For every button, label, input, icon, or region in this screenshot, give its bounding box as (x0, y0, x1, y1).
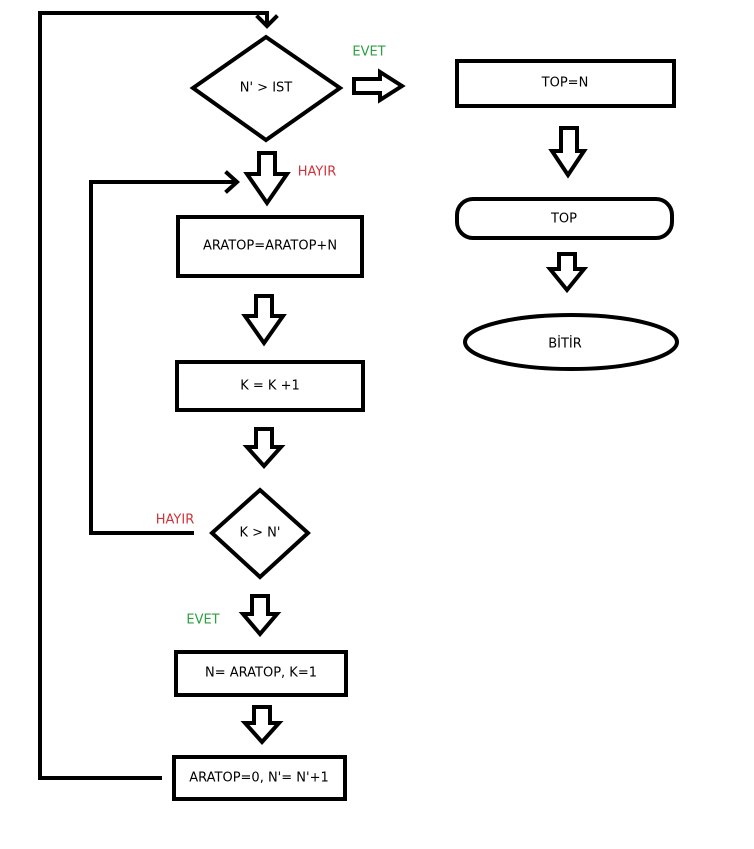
label-ist-yes: EVET (352, 45, 385, 60)
arrow-down-to-end (545, 252, 589, 294)
arrow-down-to-top-output (548, 126, 588, 179)
arrow-down-to-n-aratop (238, 594, 282, 638)
label-kn-yes: EVET (186, 613, 219, 628)
terminal-end-text: BİTİR (548, 336, 582, 352)
process-reset (172, 755, 347, 801)
arrow-down-to-k-inc (241, 294, 287, 347)
label-kn-no: HAYIR (156, 513, 194, 528)
arrow-down-to-k-n (242, 427, 286, 469)
arrow-right-to-top-n (352, 68, 406, 104)
decision-k-n-text: K > N' (240, 526, 281, 541)
process-k-inc (175, 360, 365, 412)
process-n-aratop-text: N= ARATOP, K=1 (205, 666, 317, 681)
inner-loop-connector (89, 180, 238, 535)
inner-loop-arrowhead (224, 170, 240, 194)
process-aratop-add-text: ARATOP=ARATOP+N (203, 239, 337, 254)
process-n-aratop (174, 650, 348, 697)
arrow-down-to-aratop (243, 151, 291, 207)
process-aratop-add (176, 215, 364, 278)
process-reset-text: ARATOP=0, N'= N'+1 (189, 771, 329, 786)
terminal-end (463, 313, 679, 371)
decision-k-n (209, 487, 311, 580)
process-top-n-text: TOP=N (541, 76, 589, 91)
label-ist-no: HAYIR (298, 165, 336, 180)
decision-n-ist (189, 34, 344, 143)
arrow-down-to-reset (240, 705, 284, 745)
process-k-inc-text: K = K +1 (240, 379, 300, 394)
outer-loop-connector (38, 11, 269, 780)
process-top-n (455, 59, 676, 108)
output-top (455, 197, 674, 240)
outer-loop-arrowhead (255, 14, 279, 29)
decision-n-ist-text: N' > IST (240, 81, 293, 96)
output-top-text: TOP (550, 212, 577, 227)
